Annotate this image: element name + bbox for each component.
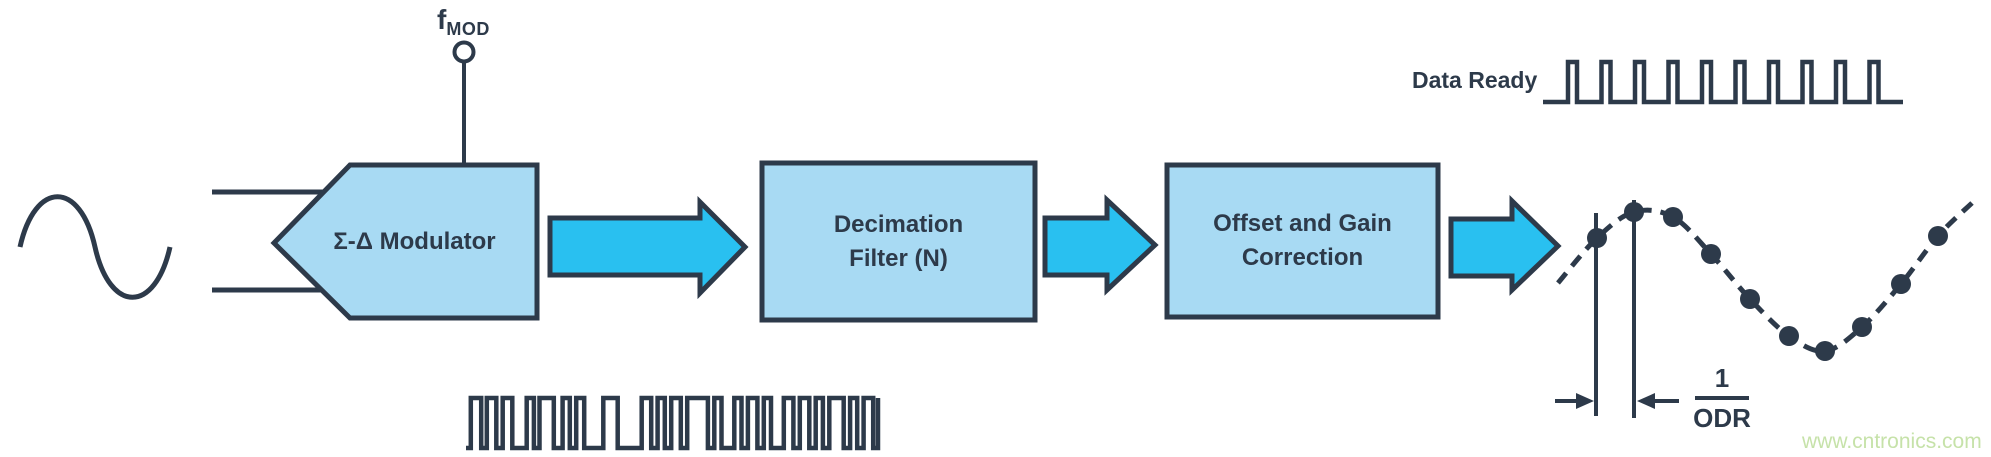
fmod-clock-label: fMOD	[437, 4, 490, 39]
output-sample-dot	[1701, 244, 1721, 264]
modulator-bitstream-waveform	[466, 395, 881, 451]
arrow-decimation-to-offset	[1042, 194, 1159, 296]
output-sample-dot	[1852, 317, 1872, 337]
output-sample-dot	[1815, 341, 1835, 361]
fmod-symbol: f	[437, 4, 447, 35]
modulator-label-text: Σ-Δ Modulator	[333, 227, 496, 255]
arrow-offset-to-output	[1448, 195, 1562, 296]
sigma-delta-modulator-block	[270, 162, 540, 321]
modulator-label: Σ-Δ Modulator	[292, 165, 537, 318]
odr-measure-arrow-left-head	[1576, 393, 1594, 409]
offset-gain-label: Offset and Gain Correction	[1167, 165, 1438, 317]
decimation-filter-label: Decimation Filter (N)	[762, 163, 1035, 320]
arrow-modulator-to-decimation	[547, 195, 749, 300]
output-sample-dots	[1587, 202, 1948, 361]
output-sample-dot	[1928, 226, 1948, 246]
odr-measure-arrow-right-head	[1637, 393, 1655, 409]
output-sample-dot	[1663, 207, 1683, 227]
offset-label-line1: Offset and Gain	[1213, 210, 1392, 237]
offset-label-line2: Correction	[1241, 244, 1364, 271]
decimation-label-line1: Decimation	[833, 210, 964, 238]
decimation-filter-block	[759, 160, 1038, 323]
data-ready-label: Data Ready	[1412, 67, 1538, 93]
odr-fraction-numerator: 1	[1714, 363, 1730, 393]
decimation-label-line2: Filter (N)	[849, 244, 948, 272]
odr-fraction-denominator: ODR	[1693, 403, 1751, 433]
offset-gain-correction-block	[1164, 162, 1441, 320]
odr-fraction: 1 ODR	[1690, 363, 1754, 433]
fmod-clock-terminal	[452, 40, 476, 64]
output-sample-dot	[1740, 289, 1760, 309]
analog-input-sine-wave	[17, 194, 173, 300]
output-sample-dot	[1891, 274, 1911, 294]
odr-fraction-bar	[1695, 396, 1749, 400]
output-sampled-sine-curve	[1556, 201, 1974, 354]
fmod-subscript: MOD	[446, 19, 490, 39]
output-sample-dot	[1779, 326, 1799, 346]
watermark-text: www.cntronics.com	[1802, 430, 1982, 453]
data-ready-pulse-train	[1543, 59, 1903, 105]
